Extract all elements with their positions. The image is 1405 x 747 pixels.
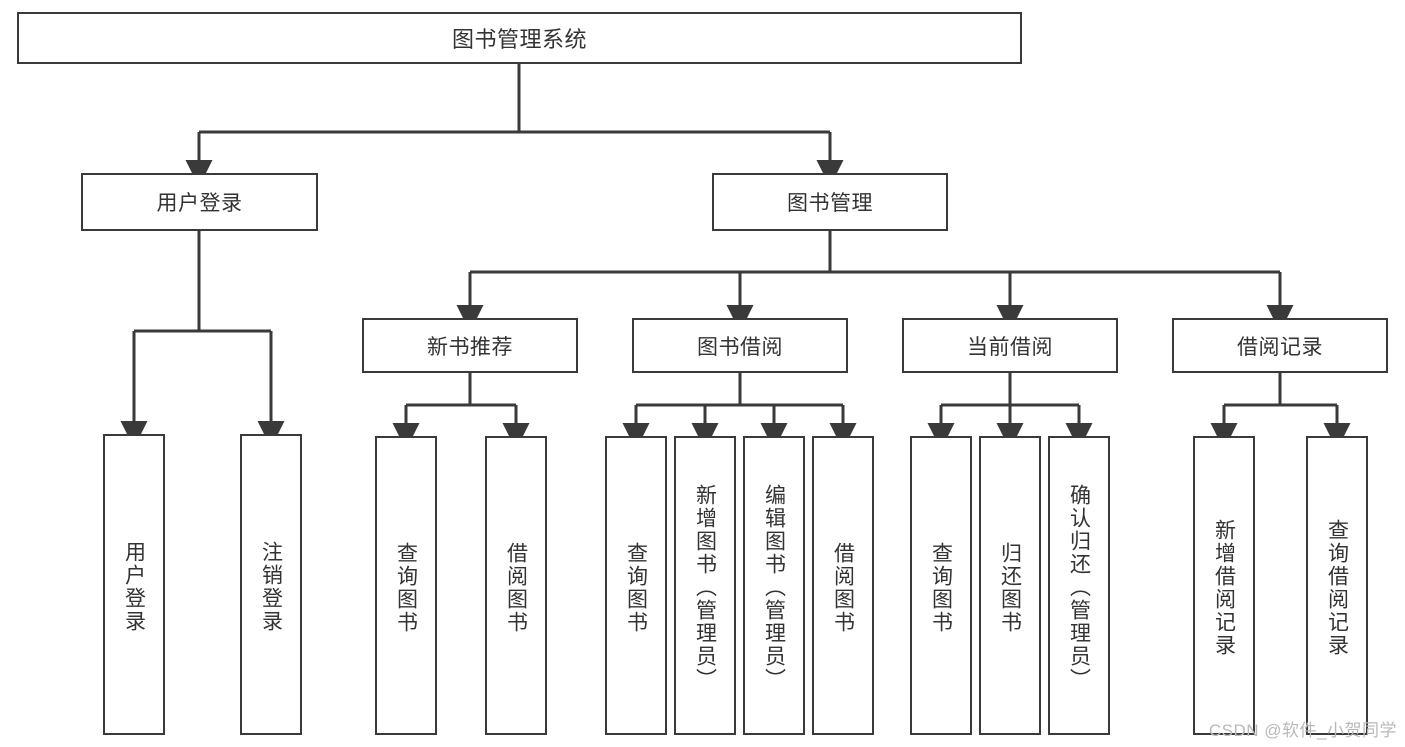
node-borrow-record[interactable]: 借阅记录 — [1172, 318, 1388, 373]
node-leaf-label: 查询图书 — [624, 541, 648, 634]
node-new-book-recommend-label: 新书推荐 — [427, 335, 513, 359]
node-leaf-label: 归还图书 — [998, 541, 1022, 634]
node-leaf-current-query-book[interactable]: 查询图书 — [910, 436, 972, 735]
node-leaf-label: 查询图书 — [394, 541, 418, 634]
node-leaf-borrow-query-book[interactable]: 查询图书 — [605, 436, 667, 735]
node-leaf-record-add-record[interactable]: 新增借阅记录 — [1193, 436, 1255, 735]
node-leaf-current-return-book[interactable]: 归还图书 — [979, 436, 1041, 735]
node-current-borrow[interactable]: 当前借阅 — [902, 318, 1118, 373]
node-leaf-label: 借阅图书 — [504, 541, 528, 634]
node-current-borrow-label: 当前借阅 — [967, 335, 1053, 359]
node-leaf-label: 查询借阅记录 — [1325, 518, 1349, 657]
node-leaf-label: 确认归还（管理员） — [1067, 484, 1091, 691]
node-leaf-borrow-borrow-book[interactable]: 借阅图书 — [812, 436, 874, 735]
node-leaf-label: 新增借阅记录 — [1212, 518, 1236, 657]
node-user-login-label: 用户登录 — [156, 192, 243, 215]
node-new-book-recommend[interactable]: 新书推荐 — [362, 318, 578, 373]
node-leaf-record-query-record[interactable]: 查询借阅记录 — [1306, 436, 1368, 735]
node-leaf-newbook-query-book[interactable]: 查询图书 — [375, 436, 437, 735]
node-leaf-user-login-login[interactable]: 用户登录 — [103, 434, 165, 735]
node-leaf-label: 注销登录 — [259, 540, 283, 633]
node-leaf-newbook-borrow-book[interactable]: 借阅图书 — [485, 436, 547, 735]
csdn-watermark: CSDN @软件_小贺同学 — [1208, 721, 1397, 740]
node-leaf-label: 用户登录 — [122, 540, 146, 633]
node-leaf-label: 借阅图书 — [831, 541, 855, 634]
node-leaf-label: 编辑图书（管理员） — [762, 484, 786, 691]
node-book-borrow[interactable]: 图书借阅 — [632, 318, 848, 373]
node-borrow-record-label: 借阅记录 — [1237, 335, 1323, 359]
node-user-login[interactable]: 用户登录 — [81, 173, 318, 231]
node-book-borrow-label: 图书借阅 — [697, 335, 783, 359]
node-leaf-label: 新增图书（管理员） — [693, 484, 717, 691]
node-root-label: 图书管理系统 — [451, 27, 587, 52]
node-leaf-user-login-logout[interactable]: 注销登录 — [240, 434, 302, 735]
node-book-management-label: 图书管理 — [787, 192, 873, 215]
node-leaf-current-confirm-return-admin[interactable]: 确认归还（管理员） — [1048, 436, 1110, 735]
node-root-book-management-system[interactable]: 图书管理系统 — [17, 12, 1022, 64]
node-book-management[interactable]: 图书管理 — [712, 173, 948, 231]
node-leaf-borrow-edit-book-admin[interactable]: 编辑图书（管理员） — [743, 436, 805, 735]
node-leaf-label: 查询图书 — [929, 541, 953, 634]
node-leaf-borrow-add-book-admin[interactable]: 新增图书（管理员） — [674, 436, 736, 735]
